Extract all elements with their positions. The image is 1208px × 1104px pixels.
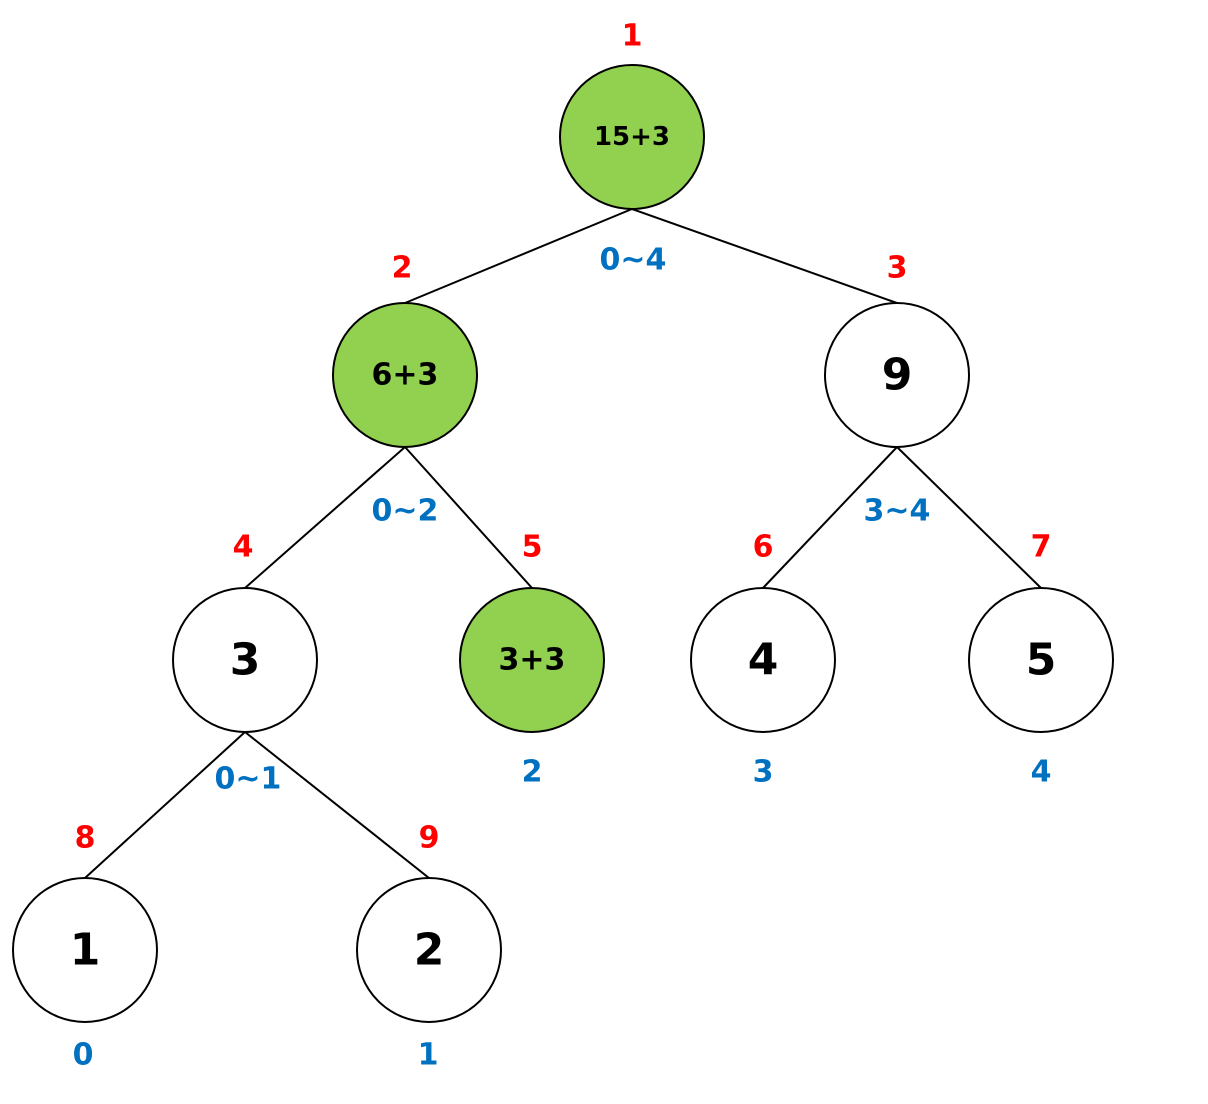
node-range-label: 1 <box>418 1038 439 1073</box>
tree-node-6: 4 <box>690 587 836 733</box>
node-circle <box>356 877 502 1023</box>
node-value: 6+3 <box>372 358 439 393</box>
edge-n3-n6 <box>762 446 898 589</box>
node-range-label: 4 <box>1031 755 1052 790</box>
node-range-label: 3~4 <box>864 494 931 529</box>
node-range-label: 0~2 <box>372 494 439 529</box>
tree-node-5: 3+3 <box>459 587 605 733</box>
tree-node-9: 2 <box>356 877 502 1023</box>
edge-n4-n9 <box>244 731 430 879</box>
tree-node-3: 9 <box>824 302 970 448</box>
node-value: 5 <box>1026 635 1057 686</box>
tree-node-8: 1 <box>12 877 158 1023</box>
node-circle <box>172 587 318 733</box>
node-circle <box>459 587 605 733</box>
tree-node-1: 15+3 <box>559 64 705 210</box>
node-index-label: 5 <box>522 530 543 565</box>
node-index-label: 8 <box>75 821 96 856</box>
node-circle <box>332 302 478 448</box>
node-index-label: 1 <box>622 19 643 54</box>
node-index-label: 4 <box>233 530 254 565</box>
edge-n1-n3 <box>631 208 898 304</box>
tree-node-7: 5 <box>968 587 1114 733</box>
edge-n4-n8 <box>84 731 246 879</box>
node-circle <box>690 587 836 733</box>
edge-n2-n5 <box>404 446 533 589</box>
node-value: 3 <box>230 635 261 686</box>
edge-n3-n7 <box>896 446 1042 589</box>
edge-n2-n4 <box>244 446 406 589</box>
node-circle <box>968 587 1114 733</box>
node-range-label: 0 <box>73 1038 94 1073</box>
tree-node-4: 3 <box>172 587 318 733</box>
node-value: 1 <box>70 925 101 976</box>
node-circle <box>824 302 970 448</box>
node-index-label: 3 <box>887 251 908 286</box>
node-circle <box>12 877 158 1023</box>
edge-n1-n2 <box>404 208 633 304</box>
node-circle <box>559 64 705 210</box>
node-value: 4 <box>748 635 779 686</box>
nodes-layer: 15+3 6+3 9 3 3+3 4 5 1 2 <box>12 64 1114 1023</box>
edges-layer <box>84 208 1042 879</box>
node-index-label: 2 <box>392 251 413 286</box>
node-value: 15+3 <box>594 122 670 152</box>
node-index-label: 7 <box>1031 530 1052 565</box>
node-index-label: 9 <box>419 821 440 856</box>
node-range-label: 0~1 <box>215 762 282 797</box>
node-value: 9 <box>882 350 913 401</box>
labels-layer: 1 0~4 2 0~2 3 3~4 4 0~1 5 2 6 3 7 4 8 0 9 1 <box>73 19 1052 1073</box>
node-range-label: 0~4 <box>600 243 667 278</box>
node-value: 3+3 <box>499 643 566 678</box>
node-range-label: 2 <box>522 755 543 790</box>
node-index-label: 6 <box>753 530 774 565</box>
node-value: 2 <box>414 925 445 976</box>
node-range-label: 3 <box>753 755 774 790</box>
tree-node-2: 6+3 <box>332 302 478 448</box>
